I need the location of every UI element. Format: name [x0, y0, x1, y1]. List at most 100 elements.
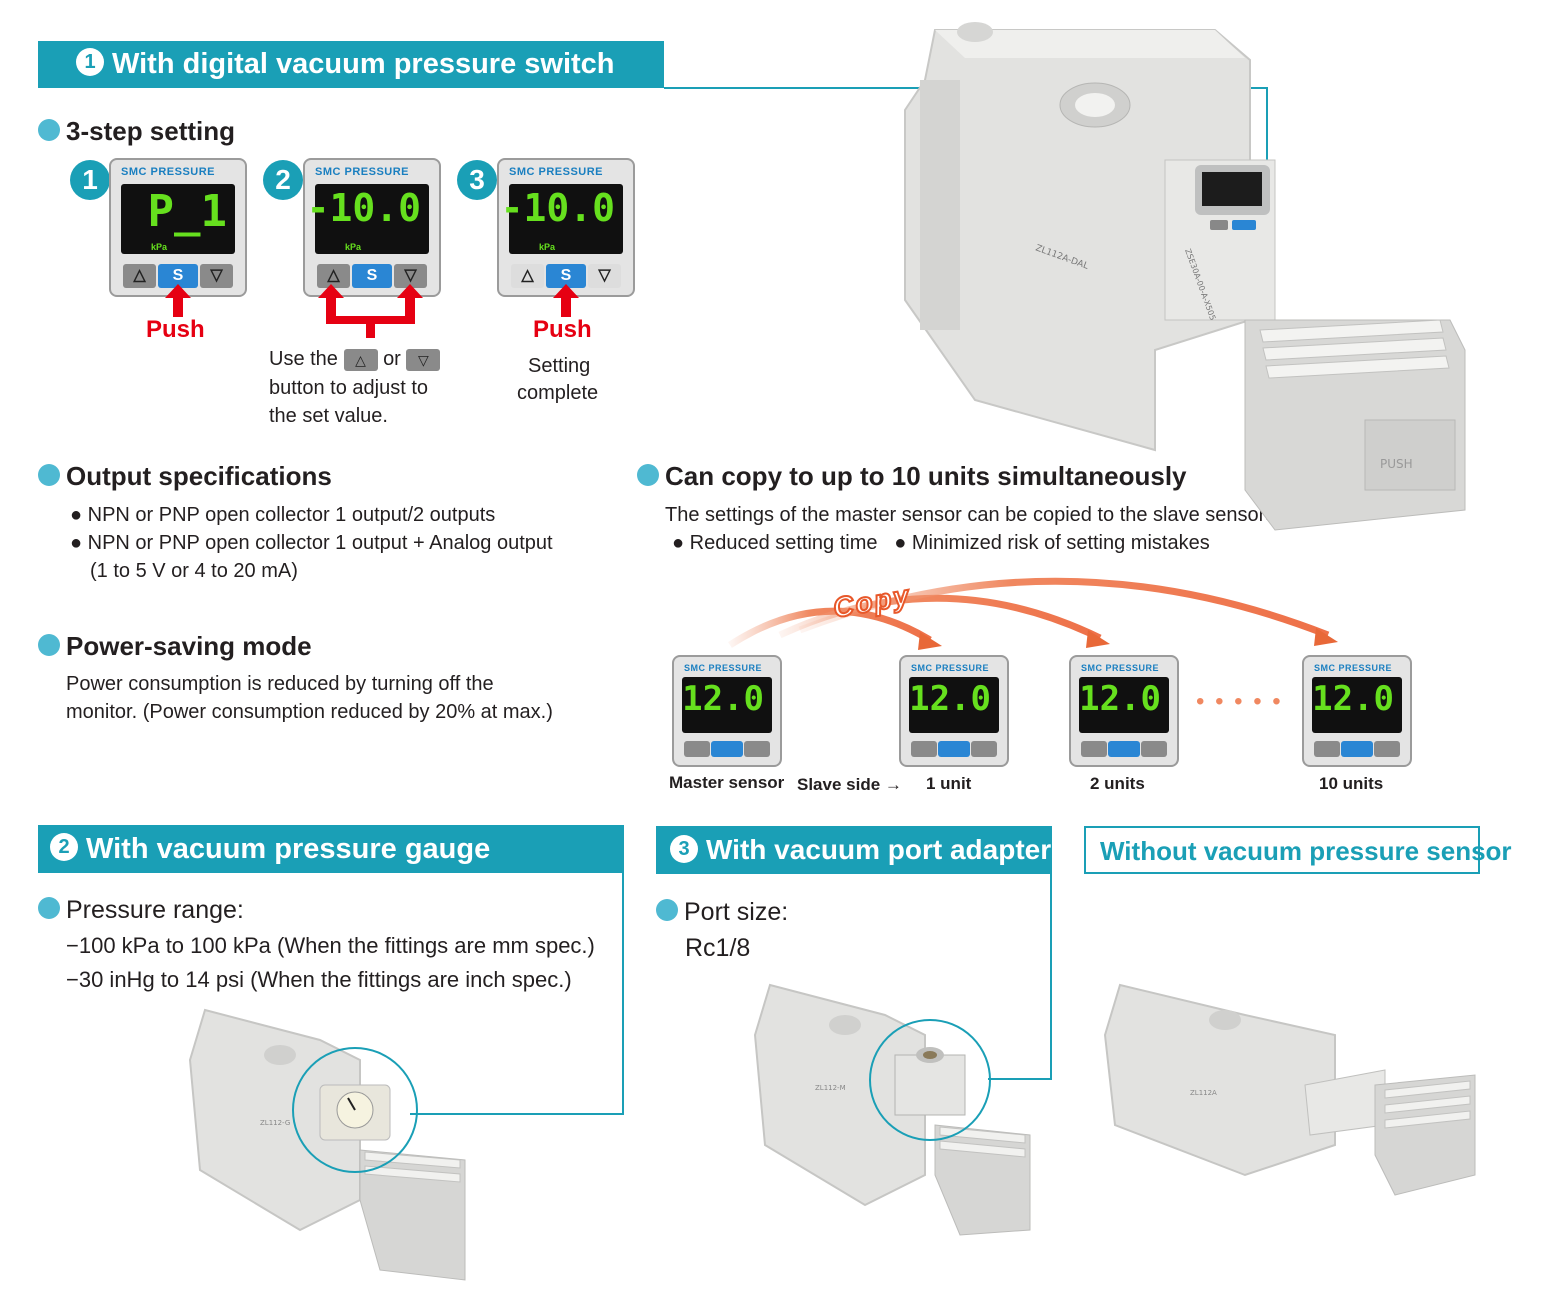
up-button[interactable] — [684, 741, 710, 757]
without-sensor-box: Without vacuum pressure sensor — [1084, 826, 1512, 874]
step1-sensor: SMC PRESSURE P_1 kPa △ S ▽ — [109, 158, 247, 297]
step3-caption-line1: Setting — [528, 355, 591, 377]
power-saving-heading: Power-saving mode — [38, 631, 312, 662]
sensor-lcd: 12.0 — [909, 677, 999, 733]
pressure-range-label: Pressure range: — [38, 896, 244, 924]
bullet-dot-icon — [38, 464, 60, 487]
label-1-unit: 1 unit — [926, 774, 972, 793]
pressure-range-line1: −100 kPa to 100 kPa (When the fittings a… — [66, 933, 595, 958]
step1-push-label: Push — [146, 316, 205, 343]
vacuum-port-adapter-unit-image: ZL112-M — [753, 983, 1031, 1236]
up-button[interactable]: △ — [123, 264, 156, 288]
s-button[interactable]: S — [352, 264, 392, 288]
step-number-1: 1 — [70, 160, 110, 200]
sensor-unit: kPa — [539, 242, 556, 252]
copy-heading: Can copy to up to 10 units simultaneousl… — [637, 461, 1187, 492]
port-size-value: Rc1/8 — [685, 934, 751, 962]
step2-sensor: SMC PRESSURE -10.0 kPa △ S ▽ — [303, 158, 441, 297]
sensor-unit: kPa — [345, 242, 362, 252]
sensor-unit: kPa — [151, 242, 168, 252]
push-arrow-icon — [165, 284, 191, 298]
up-button[interactable]: △ — [511, 264, 544, 288]
down-button[interactable]: ▽ — [200, 264, 233, 288]
port-size-label: Port size: — [656, 898, 788, 926]
section1-banner: 1 With digital vacuum pressure switch — [38, 41, 664, 88]
step2-caption-line1: Use the △ or ▽ — [269, 345, 441, 373]
push-arrow-shaft — [561, 297, 571, 317]
up-button[interactable] — [911, 741, 937, 757]
section1-title: With digital vacuum pressure switch — [112, 48, 615, 80]
section1-number: 1 — [76, 48, 104, 77]
push-cover-label: PUSH — [1380, 457, 1413, 471]
slave-sensor-10: SMC PRESSURE 12.0 — [1302, 655, 1412, 767]
copy-bullets: ● Reduced setting time ● Minimized risk … — [672, 532, 1210, 554]
output-spec-item-1: ● NPN or PNP open collector 1 output/2 o… — [70, 504, 496, 526]
sensor-display-value: 12.0 — [1312, 679, 1394, 719]
section2-number: 2 — [50, 833, 78, 862]
slave-sensor-1: SMC PRESSURE 12.0 — [899, 655, 1009, 767]
bracket-left-vertical — [326, 297, 336, 321]
power-saving-line2: monitor. (Power consumption reduced by 2… — [66, 701, 553, 723]
s-button[interactable] — [1108, 741, 1140, 757]
section2-title: With vacuum pressure gauge — [86, 833, 491, 865]
down-button[interactable] — [971, 741, 997, 757]
model-label: ZL112-M — [815, 1084, 846, 1092]
up-button-icon: △ — [343, 348, 378, 371]
down-button[interactable] — [1374, 741, 1400, 757]
push-arrow-shaft — [173, 297, 183, 317]
sensor-brand: SMC PRESSURE — [315, 166, 410, 178]
vacuum-gauge-unit-image: ZL112-G — [188, 1008, 466, 1281]
bullet-dot-icon — [637, 464, 659, 487]
sensor-display-value: -10.0 — [500, 186, 615, 230]
sensor-lcd: P_1 kPa — [121, 184, 235, 254]
down-button[interactable] — [1141, 741, 1167, 757]
sensor-lcd: -10.0 kPa — [501, 184, 623, 254]
label-2-units: 2 units — [1090, 774, 1145, 793]
section3-banner: 3 With vacuum port adapter — [656, 826, 1052, 874]
step-number-3: 3 — [457, 160, 497, 200]
section2-leader-horizontal — [410, 1113, 624, 1115]
sensor-brand: SMC PRESSURE — [1314, 663, 1393, 673]
s-button[interactable] — [1341, 741, 1373, 757]
model-label: ZL112A — [1190, 1089, 1217, 1097]
section3-number: 3 — [670, 834, 698, 863]
section3-title: With vacuum port adapter — [706, 834, 1052, 865]
sensor-display-value: 12.0 — [909, 679, 991, 719]
vacuum-ejector-switch-image: PUSH ZL112A-DAL ZSE30A-00-A-X505 — [904, 22, 1466, 531]
step-number-2: 2 — [263, 160, 303, 200]
ellipsis-dots: • • • • • — [1196, 688, 1283, 715]
step3-push-label: Push — [533, 316, 592, 343]
up-button[interactable] — [1314, 741, 1340, 757]
sensor-display-value: 12.0 — [1079, 679, 1161, 719]
copy-description: The settings of the master sensor can be… — [665, 504, 1281, 526]
up-button[interactable] — [1081, 741, 1107, 757]
bracket-arrow-left-icon — [318, 284, 344, 298]
bullet-dot-icon — [38, 119, 60, 142]
bullet-dot-icon — [656, 899, 678, 922]
step2-caption-line2: button to adjust to — [269, 377, 429, 399]
sensor-lcd: 12.0 — [1079, 677, 1169, 733]
bracket-right-vertical — [405, 297, 415, 321]
section3-leader-horizontal — [988, 1078, 1052, 1080]
s-button[interactable] — [938, 741, 970, 757]
three-step-heading: 3-step setting — [38, 116, 235, 147]
sensor-lcd: 12.0 — [682, 677, 772, 733]
master-sensor: SMC PRESSURE 12.0 — [672, 655, 782, 767]
sensor-brand: SMC PRESSURE — [1081, 663, 1160, 673]
section3-leader-vertical — [1050, 874, 1052, 1080]
sensor-brand: SMC PRESSURE — [911, 663, 990, 673]
output-spec-item-2: ● NPN or PNP open collector 1 output + A… — [70, 532, 553, 554]
down-button[interactable] — [744, 741, 770, 757]
pressure-range-line2: −30 inHg to 14 psi (When the fittings ar… — [66, 967, 572, 992]
section2-leader-vertical — [622, 873, 624, 1115]
sensor-brand: SMC PRESSURE — [121, 166, 216, 178]
label-10-units: 10 units — [1319, 774, 1384, 793]
bullet-dot-icon — [38, 897, 60, 920]
step2-caption-line3: the set value. — [269, 405, 388, 427]
copy-arrows — [728, 577, 1338, 650]
down-button[interactable]: ▽ — [588, 264, 621, 288]
slave-sensor-2: SMC PRESSURE 12.0 — [1069, 655, 1179, 767]
sensor-lcd: -10.0 kPa — [307, 184, 429, 254]
s-button[interactable] — [711, 741, 743, 757]
section1-leader-line-vertical — [1266, 87, 1268, 162]
